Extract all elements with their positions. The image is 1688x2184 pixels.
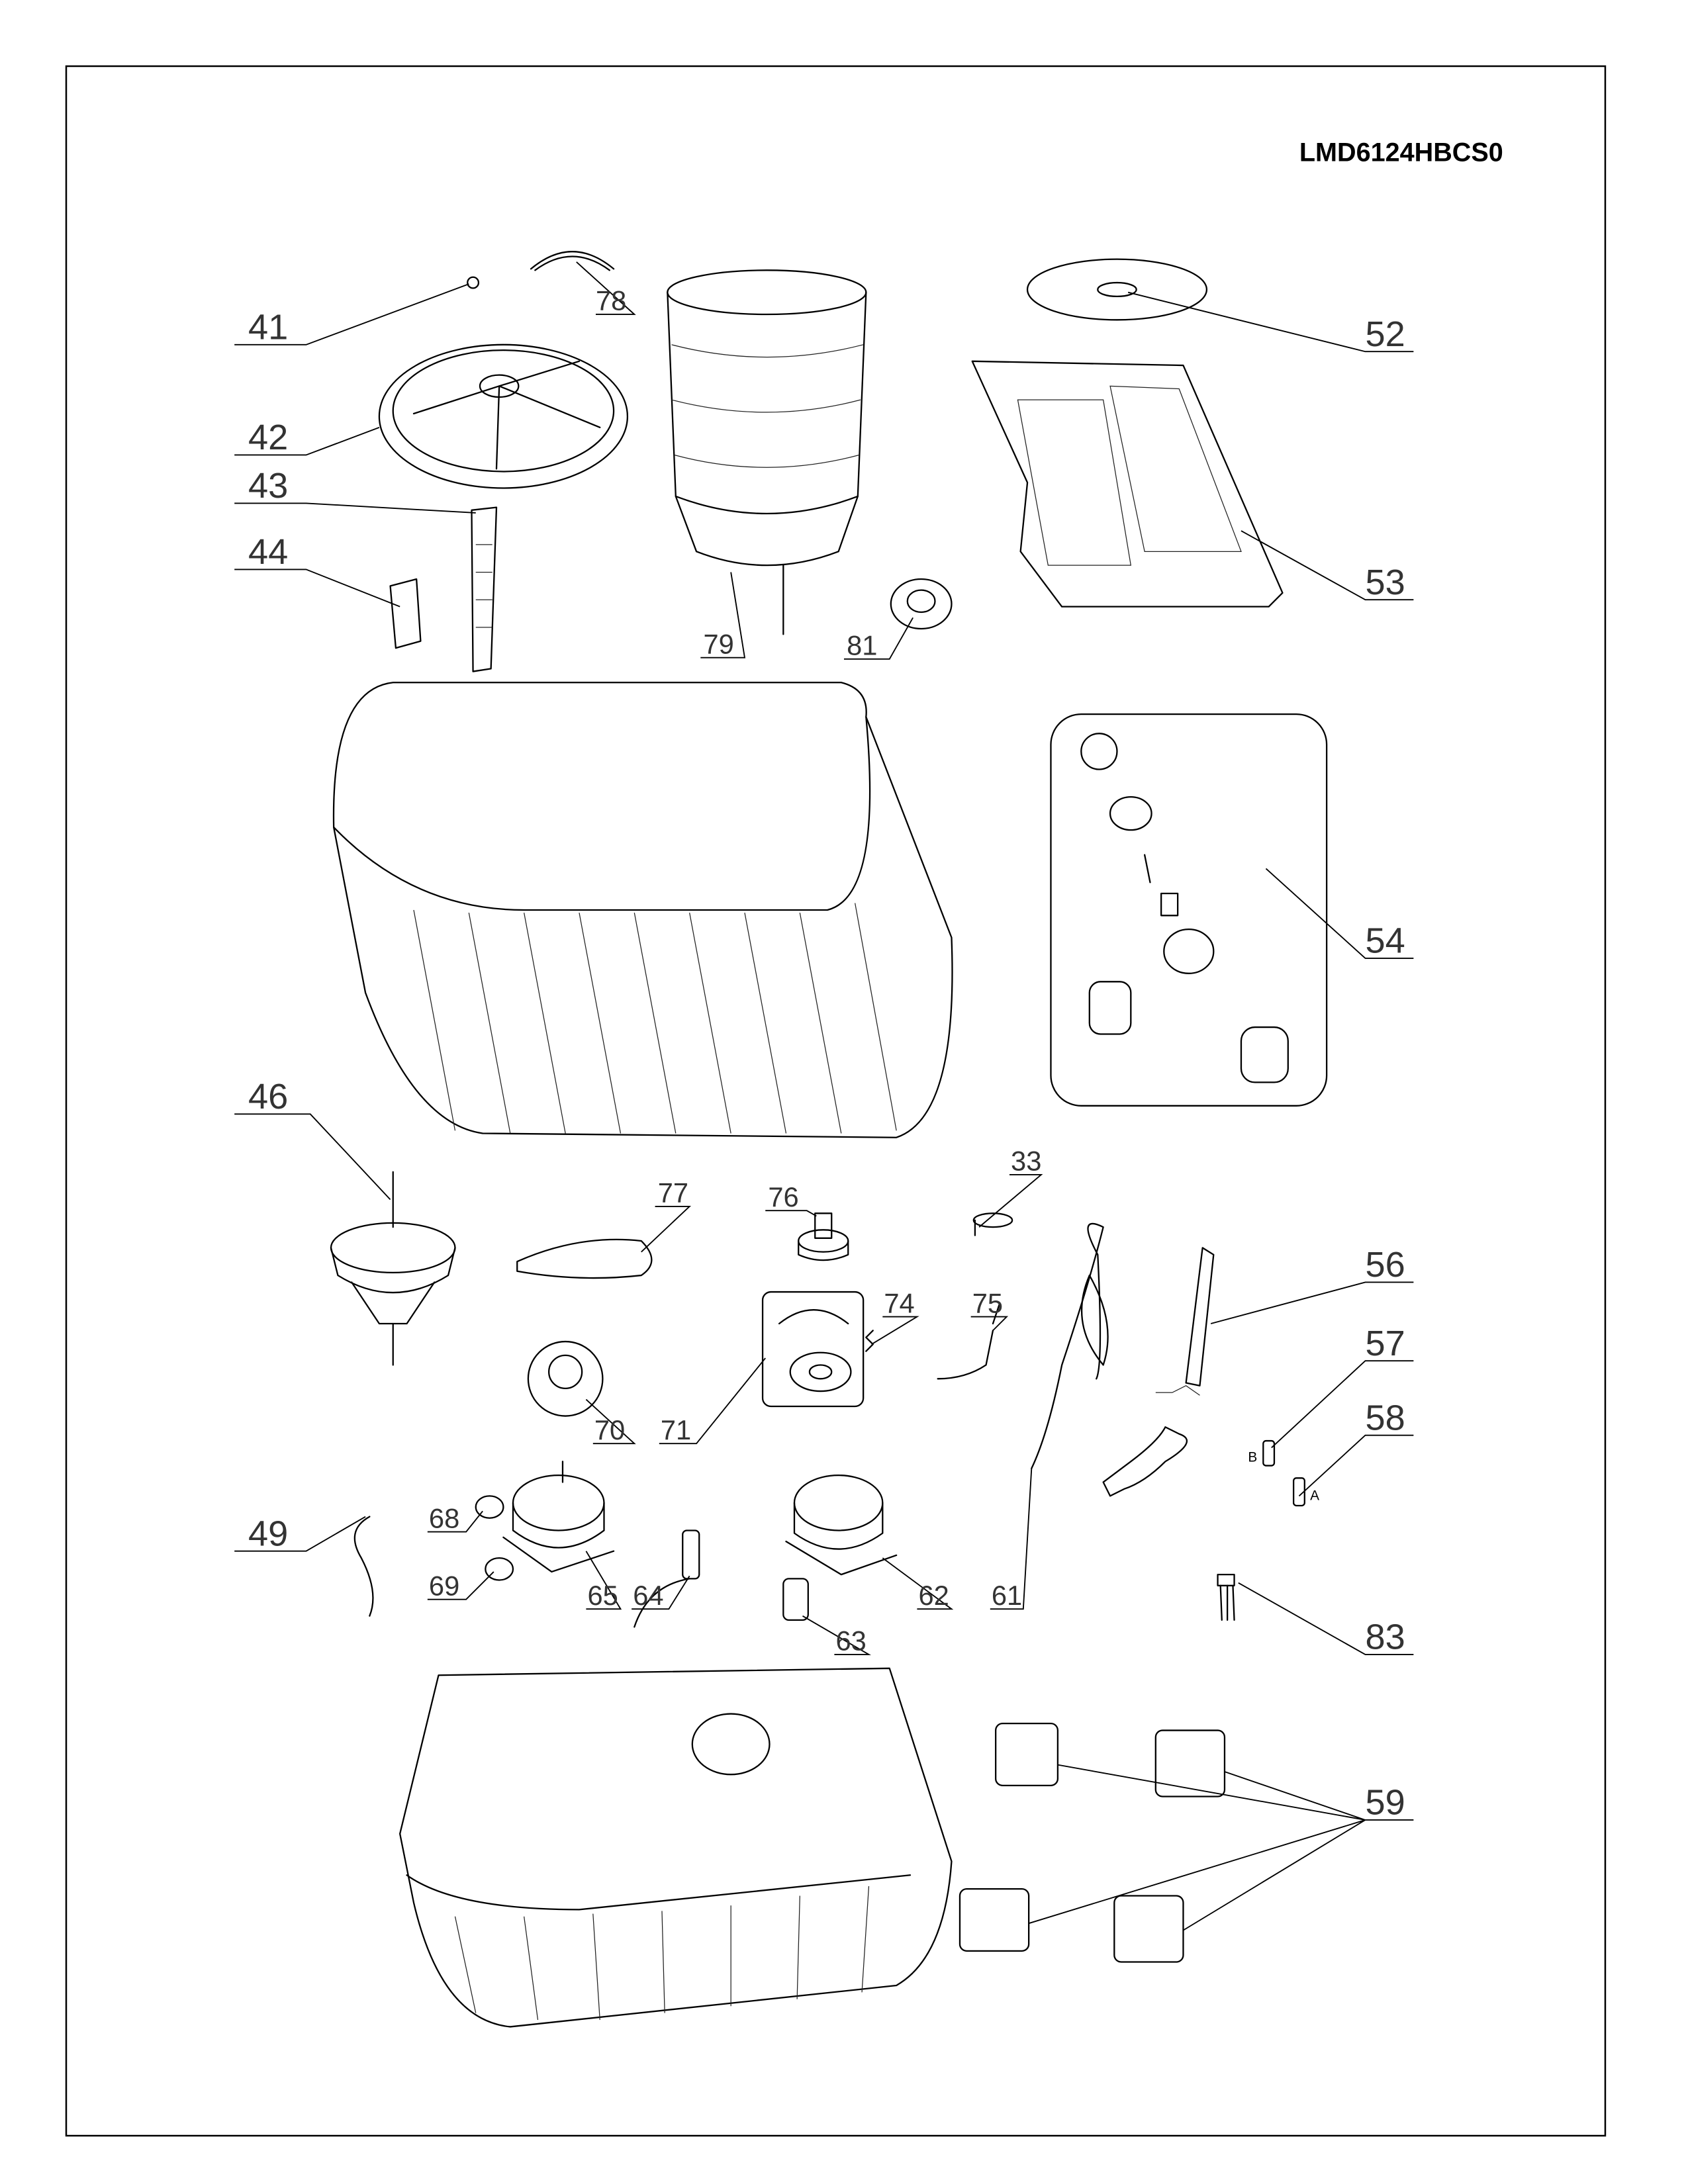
callout-79: 79	[703, 628, 733, 659]
part-53-panel	[971, 360, 1284, 608]
callout-43: 43	[248, 466, 288, 506]
part-43-filter	[471, 506, 498, 672]
leader-lines	[234, 261, 1414, 1931]
part-33-clip	[972, 1212, 1013, 1236]
callout-44: 44	[248, 532, 288, 572]
marker-b: B	[1248, 1449, 1257, 1465]
part-76-knob	[798, 1212, 849, 1261]
part-81-bearing	[890, 578, 953, 630]
part-69-bushing	[485, 1557, 514, 1581]
part-49-wire	[353, 1516, 374, 1617]
part-59-connectors	[959, 1722, 1226, 1963]
callout-42: 42	[248, 418, 288, 457]
callout-78: 78	[596, 285, 626, 316]
callout-63: 63	[835, 1625, 866, 1657]
marker-a: A	[1310, 1488, 1319, 1504]
part-68-bushing	[475, 1495, 504, 1519]
callout-53: 53	[1365, 563, 1405, 602]
page-border	[65, 65, 1607, 2137]
part-64-sensor	[633, 1529, 700, 1628]
part-74-spring	[865, 1330, 874, 1352]
part-42-pulsator	[378, 343, 629, 489]
part-56-drain-hose	[1102, 1247, 1215, 1497]
part-65-motor	[502, 1461, 615, 1573]
callout-49: 49	[248, 1514, 288, 1553]
callout-65: 65	[587, 1580, 618, 1611]
part-78-clip	[530, 251, 615, 271]
callout-62: 62	[918, 1580, 949, 1611]
part-83-harness	[1217, 1573, 1235, 1621]
callout-33: 33	[1011, 1146, 1041, 1177]
part-57-fitting-b	[1262, 1439, 1276, 1467]
callout-41: 41	[248, 307, 288, 347]
part-75-sensor-wire	[937, 1302, 1001, 1380]
part-base-frame	[399, 1667, 953, 2028]
callout-52: 52	[1365, 314, 1405, 354]
callout-83: 83	[1365, 1617, 1405, 1657]
part-54-valve-assembly	[1050, 713, 1328, 1107]
callout-64: 64	[633, 1580, 663, 1611]
callout-59: 59	[1365, 1783, 1405, 1823]
callout-69: 69	[429, 1570, 459, 1601]
part-71-brake-assembly	[761, 1291, 865, 1408]
callout-56: 56	[1365, 1245, 1405, 1285]
callout-61: 61	[992, 1580, 1022, 1611]
part-outer-tub	[332, 682, 953, 1138]
part-79-inner-drum	[667, 269, 867, 635]
callout-68: 68	[429, 1502, 459, 1533]
callout-74: 74	[884, 1287, 914, 1318]
callout-81: 81	[847, 630, 877, 661]
part-63-pump	[782, 1578, 809, 1621]
part-62-drain-motor	[785, 1474, 898, 1576]
callout-54: 54	[1365, 921, 1405, 961]
callout-70: 70	[594, 1414, 625, 1445]
part-58-fitting-a	[1292, 1477, 1305, 1507]
callout-76: 76	[768, 1181, 798, 1212]
callout-46: 46	[248, 1077, 288, 1116]
callout-57: 57	[1365, 1324, 1405, 1363]
callout-77: 77	[658, 1177, 688, 1208]
callout-71: 71	[661, 1414, 691, 1445]
part-46-clutch	[330, 1171, 456, 1366]
part-70-pulley	[527, 1340, 604, 1417]
callout-75: 75	[972, 1287, 1003, 1318]
part-44-bracket	[389, 578, 422, 649]
model-number: LMD6124HBCS0	[1299, 138, 1503, 167]
part-52-cover	[1026, 258, 1208, 321]
part-41-screw	[467, 276, 480, 289]
part-77-belt	[516, 1238, 653, 1279]
part-61-power-cord	[1031, 1222, 1109, 1469]
callout-58: 58	[1365, 1398, 1405, 1437]
